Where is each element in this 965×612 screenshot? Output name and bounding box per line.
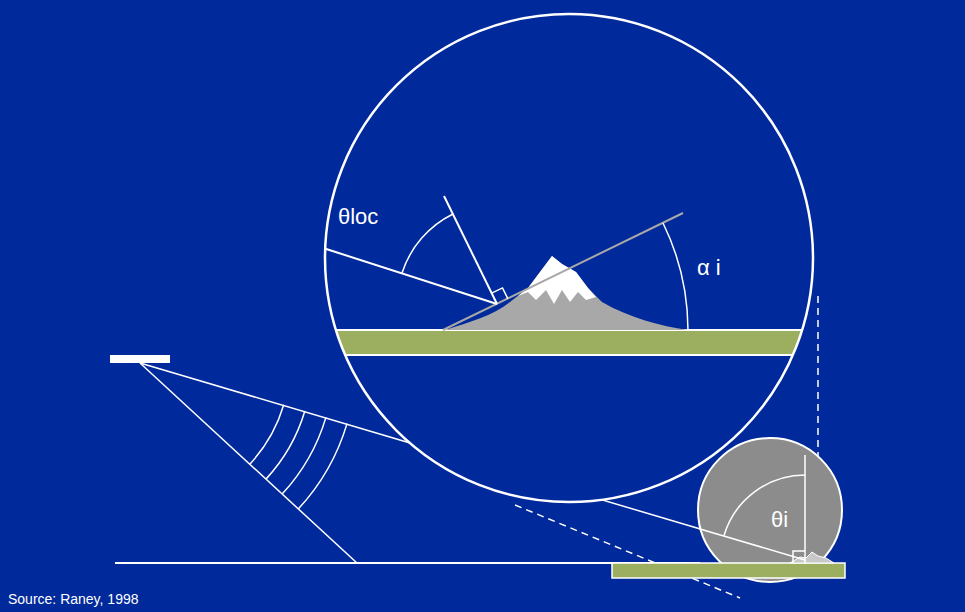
wavefront-arc: [298, 424, 347, 509]
terrain-band: [300, 330, 840, 355]
local-slope-line: [443, 213, 683, 330]
angle-label: θi: [771, 508, 788, 532]
local-incidence-arc: [402, 214, 453, 273]
radar-antenna: [110, 355, 170, 363]
vertical-line: [804, 455, 806, 563]
look-ray: [320, 247, 497, 304]
big-lens-fill: [325, 14, 813, 502]
snow-cap: [518, 256, 596, 304]
wavefront-arc: [266, 411, 305, 479]
big-lens: [325, 14, 813, 502]
near-range-ray: [140, 363, 357, 563]
incidence-arc: [724, 475, 805, 536]
surface-normal: [444, 196, 497, 304]
mountain: [445, 256, 688, 330]
terrain-band: [612, 563, 845, 578]
angle-label: θloc: [338, 205, 378, 229]
wavefronts: [250, 405, 347, 509]
source-note: Source: Raney, 1998: [8, 592, 139, 607]
right-angle-mark: [492, 288, 508, 299]
small-lens: [698, 438, 842, 582]
slope-angle-arc: [663, 223, 688, 330]
wavefront-arc: [250, 405, 284, 464]
angle-label: α i: [697, 256, 721, 280]
look-ray: [700, 529, 805, 560]
